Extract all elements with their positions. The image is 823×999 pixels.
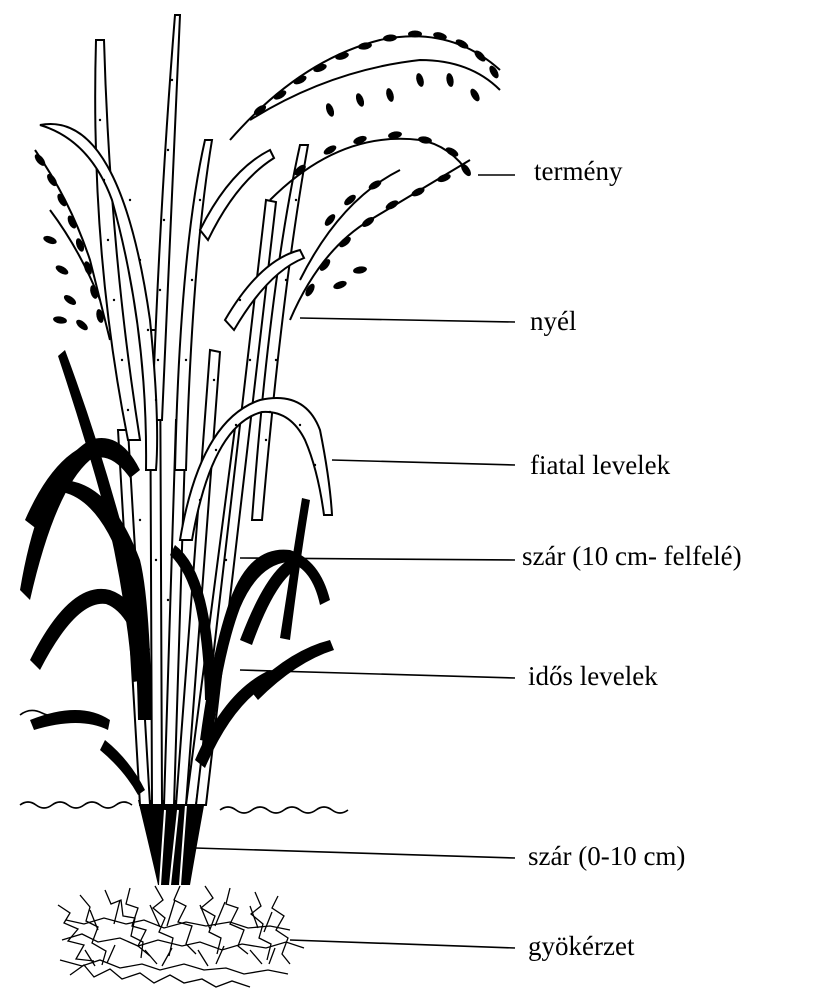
leader-line-stem-lower xyxy=(195,848,515,858)
label-stem-lower: szár (0-10 cm) xyxy=(528,843,685,870)
label-old-leaves: idős levelek xyxy=(528,663,658,690)
label-roots: gyökérzet xyxy=(528,933,634,960)
leader-line-young-leaves xyxy=(332,460,515,465)
leader-line-roots xyxy=(290,940,515,948)
leader-lines xyxy=(195,175,515,948)
label-crop: termény xyxy=(534,158,622,185)
label-neck: nyél xyxy=(530,308,577,335)
label-stem-upper: szár (10 cm- felfelé) xyxy=(522,543,742,570)
root-mass xyxy=(55,884,304,987)
stem-base xyxy=(138,800,205,885)
leader-line-neck xyxy=(300,318,515,322)
label-young-leaves: fiatal levelek xyxy=(530,452,670,479)
